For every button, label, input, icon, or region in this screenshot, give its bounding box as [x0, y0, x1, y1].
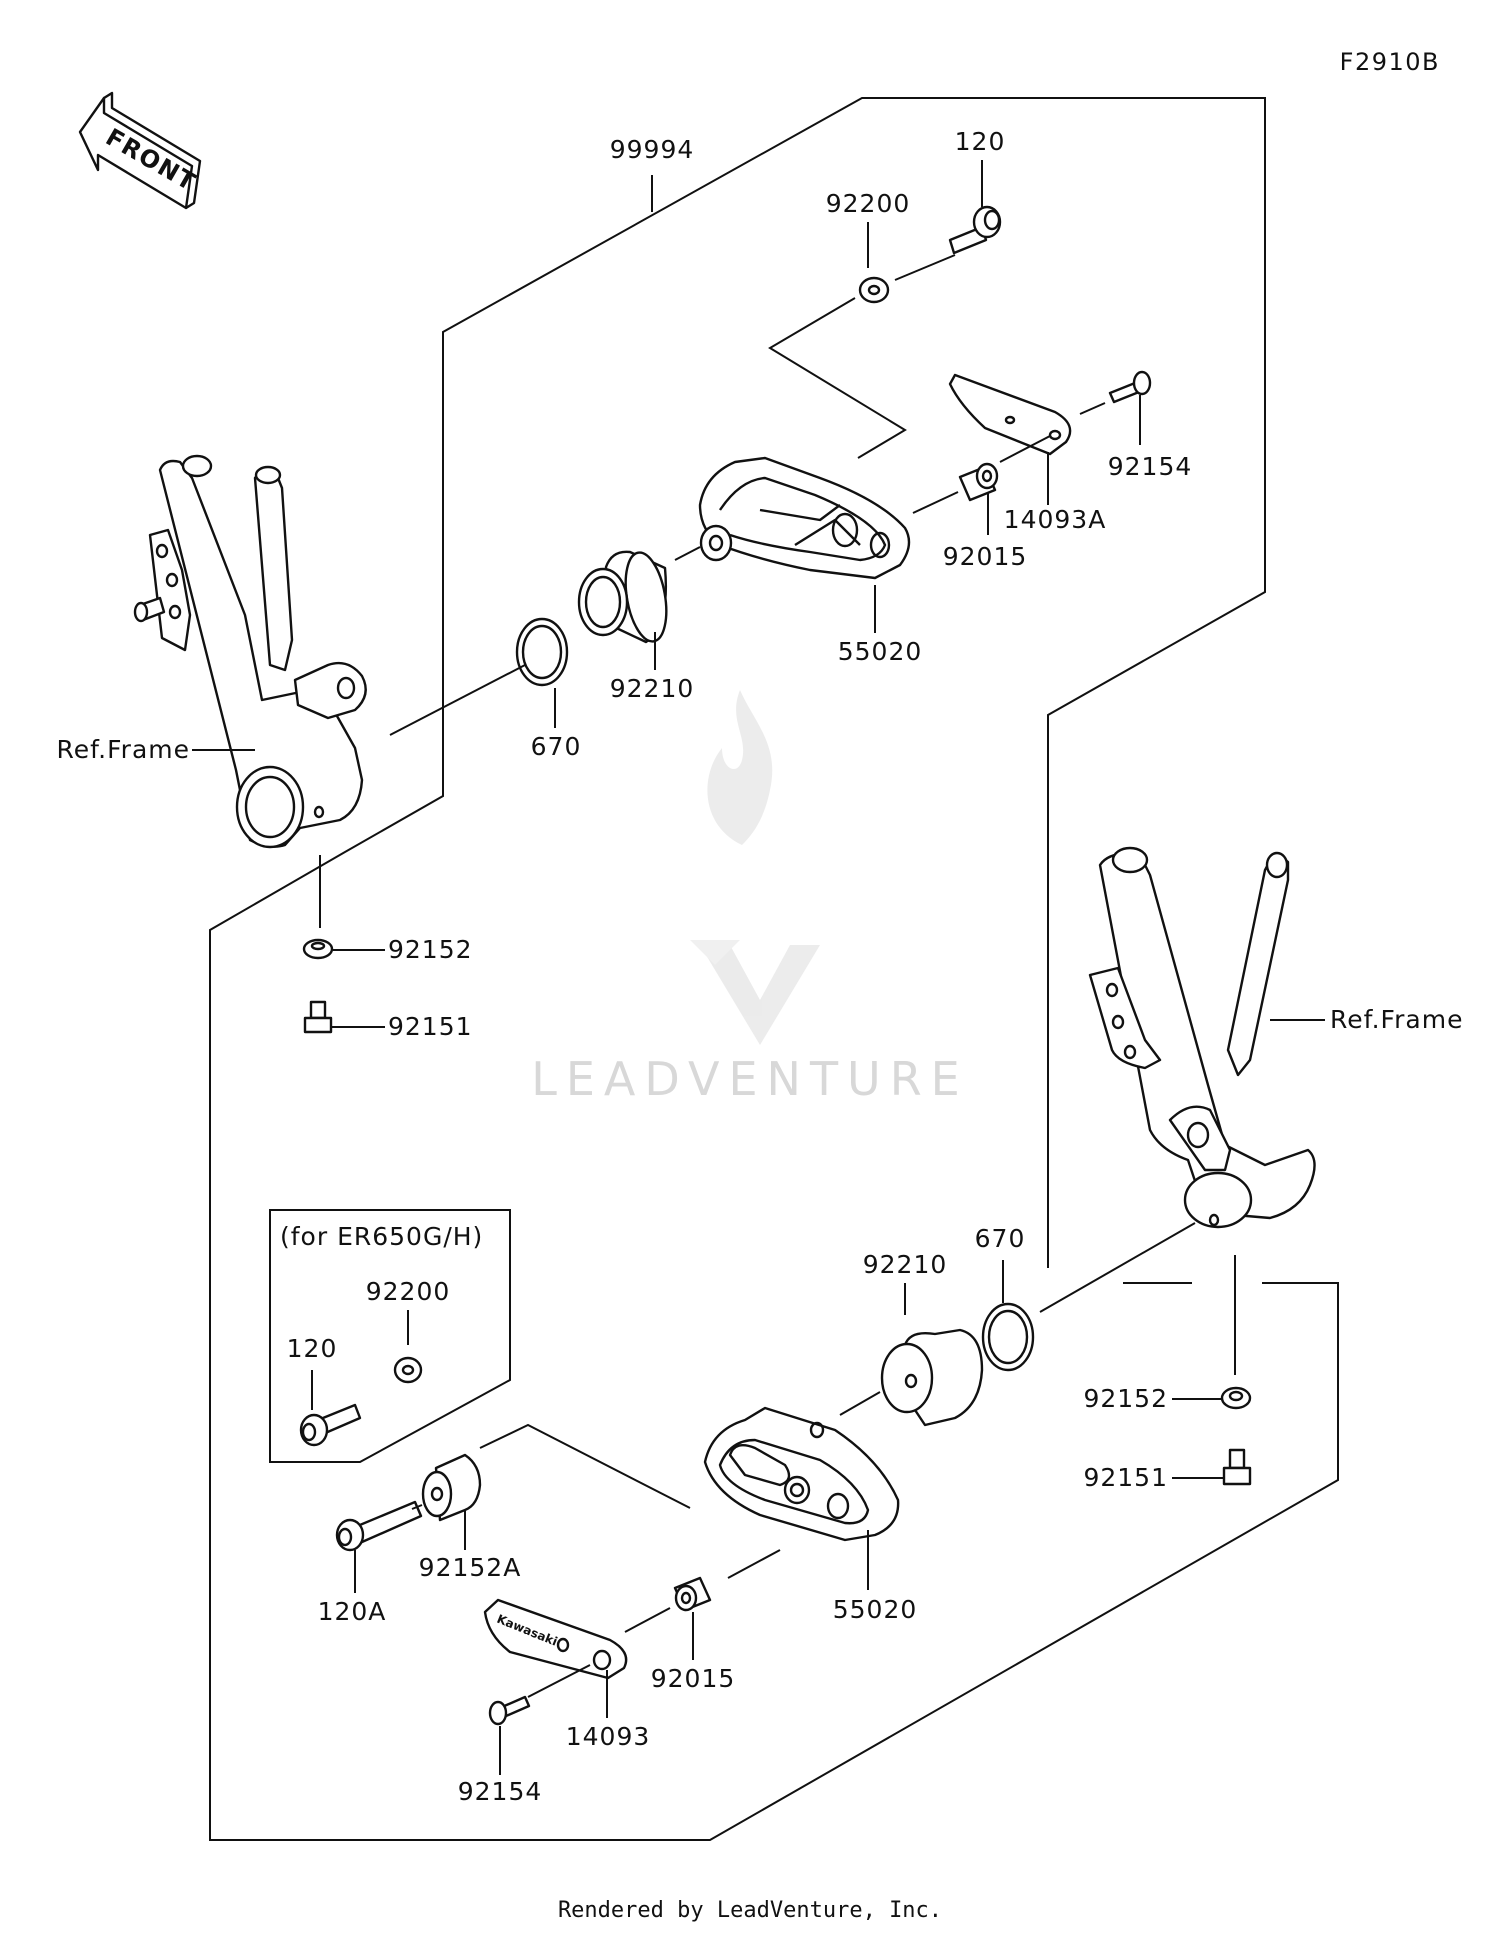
frame-left	[133, 454, 367, 849]
axis-plate-top	[999, 435, 1051, 463]
bolt-120a	[335, 1500, 423, 1552]
axis-bottom-assembly	[1039, 1222, 1196, 1313]
axis-plate-bottom	[527, 1664, 591, 1698]
axis-slider-bottom	[727, 1549, 781, 1579]
label-oring-bottom: 670	[975, 1224, 1026, 1253]
bolt-120-note	[299, 1403, 362, 1447]
label-slider-top: 55020	[838, 637, 923, 666]
label-bolt-right: 92151	[1083, 1463, 1168, 1492]
collar-92015-bottom	[673, 1576, 712, 1612]
frame-right	[1088, 846, 1316, 1229]
axis-collar-bottom	[624, 1607, 671, 1633]
washer-92200-note	[393, 1356, 423, 1384]
bolt-92151-left	[303, 1000, 333, 1034]
collar-92152a	[421, 1453, 482, 1522]
label-washer-left: 92152	[388, 935, 473, 964]
leadventure-watermark-logo	[690, 690, 820, 1045]
footer-credit: Rendered by LeadVenture, Inc.	[557, 1898, 943, 1923]
figure-code: F2910B	[1340, 48, 1440, 76]
axis-spacer-top	[674, 546, 701, 561]
axis-spacer-bottom	[839, 1391, 881, 1416]
axis-washer-top	[768, 297, 907, 459]
spacer-92210-top	[577, 550, 668, 644]
axis-collar-lower	[479, 1423, 691, 1509]
bolt-92151-right	[1222, 1448, 1252, 1486]
kit-boundary	[209, 97, 1339, 1841]
label-spacer-top: 92210	[610, 674, 695, 703]
label-collar-lower: 92152A	[419, 1553, 522, 1582]
screw-92154-top	[1108, 370, 1152, 404]
slider-55020-top	[698, 456, 911, 580]
axis-screw-top	[1079, 402, 1106, 415]
label-oring-top: 670	[531, 732, 582, 761]
label-bolt-lower: 120A	[318, 1597, 387, 1626]
label-frame-right: Ref.Frame	[1330, 1005, 1463, 1034]
washer-92152-right	[1220, 1386, 1252, 1410]
label-washer-top: 92200	[826, 189, 911, 218]
bolt-120-top	[948, 205, 1002, 255]
label-kit: 99994	[610, 135, 695, 164]
label-bolt-left: 92151	[388, 1012, 473, 1041]
washer-92200-top	[858, 276, 890, 304]
spacer-92210-bottom	[880, 1328, 984, 1427]
screw-92154-bottom	[488, 1695, 531, 1726]
label-bolt-note: 120	[287, 1334, 338, 1363]
label-washer-right: 92152	[1083, 1384, 1168, 1413]
axis-bolt-top	[894, 254, 956, 281]
plate-14093a-top	[948, 373, 1072, 456]
label-plate-bottom: 14093	[566, 1722, 651, 1751]
oring-670-top	[515, 617, 569, 687]
front-arrow-icon: FRONT	[78, 91, 202, 210]
slider-55020-bottom	[703, 1406, 900, 1542]
variant-note-title: (for ER650G/H)	[280, 1222, 483, 1251]
label-screw-bottom: 92154	[458, 1777, 543, 1806]
label-screw-top: 92154	[1108, 452, 1193, 481]
label-collar-top: 92015	[943, 542, 1028, 571]
axis-collar-top	[912, 491, 959, 514]
watermark-text: LEADVENTURE	[531, 1052, 969, 1106]
label-spacer-bottom: 92210	[863, 1250, 948, 1279]
label-washer-note: 92200	[366, 1277, 451, 1306]
label-collar-bottom: 92015	[651, 1664, 736, 1693]
label-frame-left: Ref.Frame	[57, 735, 190, 764]
variant-note-box	[269, 1209, 511, 1463]
axis-bolt-lower	[411, 1504, 423, 1510]
label-plate-top: 14093A	[1004, 505, 1107, 534]
axis-top-assembly	[389, 664, 526, 736]
collar-92015-top	[958, 462, 999, 502]
washer-92152-left	[302, 938, 334, 960]
oring-670-bottom	[981, 1302, 1035, 1372]
label-bolt-top: 120	[955, 127, 1006, 156]
label-slider-bottom: 55020	[833, 1595, 918, 1624]
plate-14093-bottom: Kawasaki	[483, 1598, 628, 1680]
